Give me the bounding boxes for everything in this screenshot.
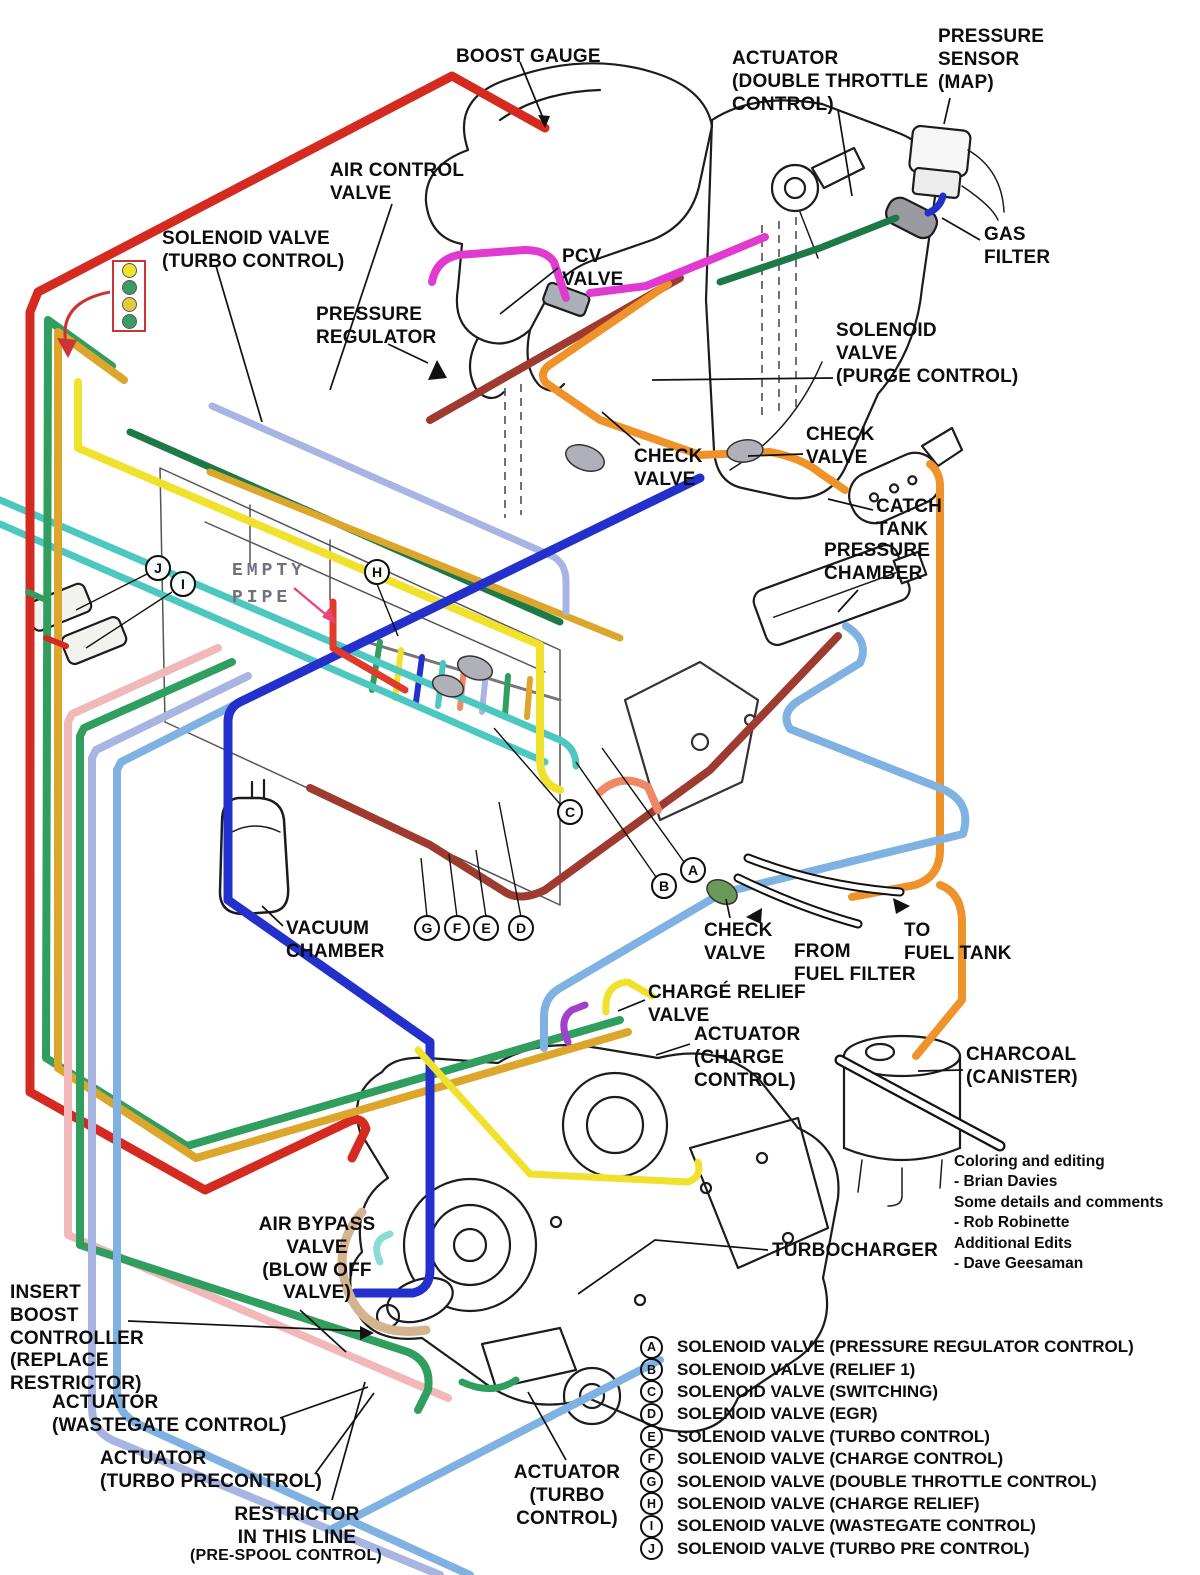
label-vacuum-chamber: VACUUM CHAMBER [286,918,385,962]
label-pressure-chamber: PRESSURE CHAMBER [824,540,931,584]
label-pressure-sensor-map: PRESSURE SENSOR (MAP) [938,26,1045,93]
mini-legend-arrow [57,290,111,358]
color-key-dot-icon [121,314,137,329]
label-pressure-regulator: PRESSURE REGULATOR [316,304,437,348]
label-to-fuel-tank: TO FUEL TANK [904,920,1012,964]
credits-line: - Dave Geesaman [954,1255,1084,1273]
credits-line: - Rob Robinette [954,1214,1070,1232]
legend-item-label: SOLENOID VALVE (TURBO CONTROL) [677,1426,990,1446]
label-pcv-valve: PCV VALVE [562,246,624,290]
callout-lines [127,61,981,1501]
label-actuator-charge-control: ACTUATOR (CHARGE CONTROL) [694,1024,801,1091]
legend-letter-icon: A [640,1335,663,1359]
callout-letter-i: I [170,571,196,597]
callout-letter-j: J [145,555,171,581]
engine-outlines [25,62,1005,1433]
legend-row-b: B SOLENOID VALVE (RELIEF 1) [640,1358,1134,1382]
mini-color-key [112,260,146,332]
color-key-dot-icon [121,297,137,312]
label-solenoid-valve-purge-control: SOLENOID VALVE (PURGE CONTROL) [836,320,1019,387]
legend-letter-icon: H [640,1492,663,1516]
legend-item-label: SOLENOID VALVE (WASTEGATE CONTROL) [677,1516,1036,1536]
color-key-dot-icon [121,263,137,278]
letter-connector-lines [75,573,685,918]
empty-pipe-arrow [293,587,336,624]
label-gas-filter: GAS FILTER [984,224,1051,268]
arrowheads [360,115,910,1340]
legend-item-label: SOLENOID VALVE (CHARGE CONTROL) [677,1449,1004,1469]
label-empty-pipe: EMPTY PIPE [232,561,307,608]
label-insert-boost-controller: INSERT BOOST CONTROLLER (REPLACE RESTRIC… [10,1282,144,1395]
legend-letter-icon: D [640,1402,663,1426]
callout-letter-c: C [557,799,583,825]
callout-letter-h: H [364,559,390,585]
legend-letter-icon: E [640,1425,663,1449]
label-air-bypass-valve: AIR BYPASS VALVE (BLOW OFF VALVE) [258,1214,376,1304]
legend-row-j: J SOLENOID VALVE (TURBO PRE CONTROL) [640,1537,1134,1561]
label-turbocharger: TURBOCHARGER [772,1240,939,1261]
callout-letter-e: E [473,915,499,941]
legend-item-label: SOLENOID VALVE (DOUBLE THROTTLE CONTROL) [677,1471,1097,1491]
legend-row-e: E SOLENOID VALVE (TURBO CONTROL) [640,1425,1134,1449]
label-solenoid-valve-turbo-control: SOLENOID VALVE (TURBO CONTROL) [162,228,345,272]
legend-row-a: A SOLENOID VALVE (PRESSURE REGULATOR CONT… [640,1335,1134,1359]
legend-row-g: G SOLENOID VALVE (DOUBLE THROTTLE CONTROL… [640,1470,1134,1494]
legend-row-h: H SOLENOID VALVE (CHARGE RELIEF) [640,1492,1134,1516]
legend-row-f: F SOLENOID VALVE (CHARGE CONTROL) [640,1447,1134,1471]
label-from-fuel-filter: FROM FUEL FILTER [794,941,916,985]
check-valve-bodies [431,439,764,906]
legend-letter-icon: C [640,1380,663,1404]
callout-letter-g: G [414,915,440,941]
label-boost-gauge: BOOST GAUGE [456,46,601,67]
legend-row-d: D SOLENOID VALVE (EGR) [640,1402,1134,1426]
label-actuator-turbo-precontrol: ACTUATOR (TURBO PRECONTROL) [100,1448,323,1492]
label-actuator-double-throttle: ACTUATOR (DOUBLE THROTTLE CONTROL) [732,48,929,115]
legend-row-c: C SOLENOID VALVE (SWITCHING) [640,1380,1134,1404]
color-key-dot-icon [121,280,137,295]
credits-line: - Brian Davies [954,1173,1058,1191]
label-restrictor-in-this-line: RESTRICTOR IN THIS LINE [234,1504,360,1548]
legend-letter-icon: F [640,1447,663,1471]
legend-row-i: I SOLENOID VALVE (WASTEGATE CONTROL) [640,1514,1134,1538]
legend-letter-icon: G [640,1470,663,1494]
vacuum-hoses [0,71,1006,1575]
callout-letter-d: D [508,915,534,941]
legend-letter-icon: B [640,1358,663,1382]
legend-item-label: SOLENOID VALVE (TURBO PRE CONTROL) [677,1538,1030,1558]
label-actuator-wastegate-control: ACTUATOR (WASTEGATE CONTROL) [52,1392,287,1436]
legend-item-label: SOLENOID VALVE (CHARGE RELIEF) [677,1493,980,1513]
legend-item-label: SOLENOID VALVE (RELIEF 1) [677,1359,916,1379]
callout-letter-f: F [444,915,470,941]
label-check-valve-fuel: CHECK VALVE [704,920,773,964]
label-charge-relief-valve: CHARGÉ RELIEF VALVE [648,982,806,1026]
legend: A SOLENOID VALVE (PRESSURE REGULATOR CONT… [640,1335,1134,1561]
legend-letter-icon: J [640,1537,663,1561]
label-actuator-turbo-control: ACTUATOR (TURBO CONTROL) [513,1462,621,1529]
label-check-valve-upper-mid: CHECK VALVE [634,446,703,490]
label-pre-spool-control: (PRE-SPOOL CONTROL) [190,1547,382,1564]
legend-item-label: SOLENOID VALVE (SWITCHING) [677,1381,938,1401]
credits-line: Coloring and editing [954,1153,1105,1170]
label-check-valve-upper-right: CHECK VALVE [806,424,875,468]
legend-item-label: SOLENOID VALVE (EGR) [677,1404,878,1424]
label-air-control-valve: AIR CONTROL VALVE [330,160,465,204]
callout-letter-a: A [680,857,706,883]
credits-line: Additional Edits [954,1234,1072,1252]
callout-letter-b: B [651,873,677,899]
credits-line: Some details and comments [954,1193,1164,1211]
legend-item-label: SOLENOID VALVE (PRESSURE REGULATOR CONTR… [677,1337,1134,1357]
legend-letter-icon: I [640,1514,663,1538]
label-catch-tank: CATCH TANK [876,496,943,540]
label-charcoal-canister: CHARCOAL (CANISTER) [966,1044,1078,1088]
